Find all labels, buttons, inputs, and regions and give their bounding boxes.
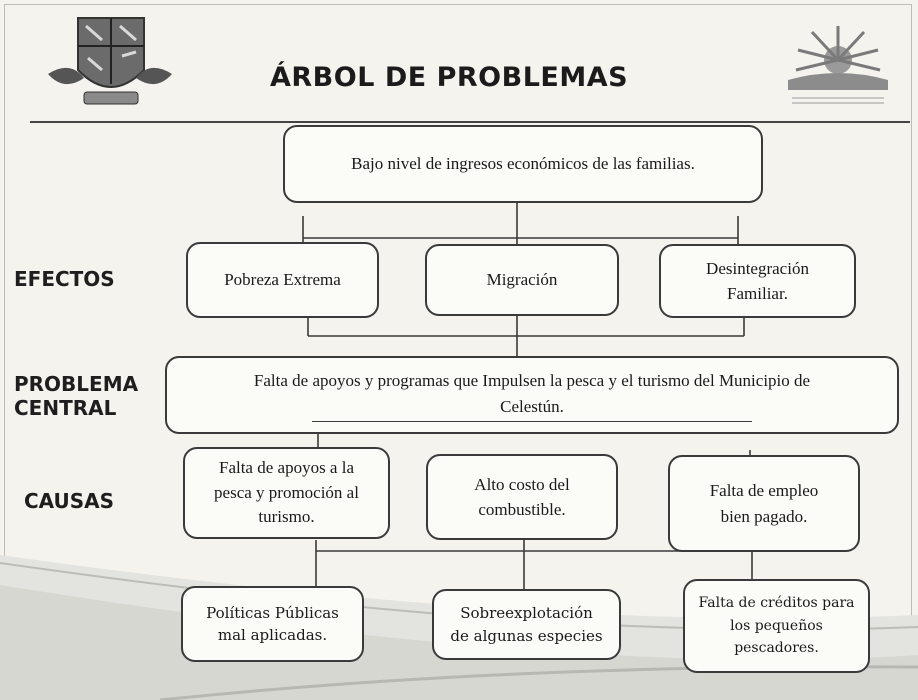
root-sobreexplotacion-line1: Sobreexplotación	[460, 604, 593, 622]
municipal-coat-of-arms-icon	[48, 17, 172, 105]
effect-box-desintegracion: Desintegración Familiar.	[659, 244, 856, 318]
cause-combustible-line1: Alto costo del	[474, 474, 570, 494]
cause-box-apoyos: Falta de apoyos a la pesca y promoción a…	[183, 447, 390, 539]
top-effect-box: Bajo nivel de ingresos económicos de las…	[283, 125, 763, 203]
title-divider	[30, 121, 910, 123]
sun-rays-logo-icon	[788, 26, 888, 104]
label-problema-line1: PROBLEMA	[14, 372, 139, 396]
root-cause-box-politicas: Políticas Públicas mal aplicadas.	[181, 586, 364, 662]
central-problem-line2: Celestún.	[500, 396, 564, 416]
label-problema-central: PROBLEMA CENTRAL	[14, 372, 138, 420]
cause-empleo-line2: bien pagado.	[720, 506, 808, 526]
label-causas: CAUSAS	[24, 489, 115, 513]
cause-apoyos-line3: turismo.	[258, 507, 315, 527]
root-creditos-line1: Falta de créditos para	[698, 595, 855, 612]
root-politicas-line1: Políticas Públicas	[206, 603, 339, 622]
effect-box-pobreza: Pobreza Extrema	[186, 242, 379, 318]
root-creditos-line3: pescadores.	[734, 640, 819, 657]
cause-box-empleo: Falta de empleo bien pagado.	[668, 455, 860, 552]
root-cause-box-sobreexplotacion: Sobreexplotación de algunas especies	[432, 589, 621, 660]
central-problem-line1: Falta de apoyos y programas que Impulsen…	[253, 371, 811, 390]
cause-apoyos-line2: pesca y promoción al	[214, 482, 359, 502]
cause-box-combustible: Alto costo del combustible.	[426, 454, 618, 540]
root-sobreexplotacion-line2: de algunas especies	[450, 626, 603, 645]
label-problema-line2: CENTRAL	[14, 396, 117, 420]
effect-desintegracion-line1: Desintegración	[706, 258, 809, 278]
central-problem-underline	[312, 421, 752, 422]
root-cause-box-creditos: Falta de créditos para los pequeños pesc…	[683, 579, 870, 673]
effect-desintegracion-line2: Familiar.	[727, 284, 788, 303]
cause-empleo-line1: Falta de empleo	[709, 481, 819, 500]
cause-combustible-line2: combustible.	[478, 500, 566, 519]
central-problem-box: Falta de apoyos y programas que Impulsen…	[165, 356, 899, 434]
label-efectos: EFECTOS	[14, 267, 115, 291]
cause-apoyos-line1: Falta de apoyos a la	[218, 458, 354, 478]
effect-box-migracion: Migración	[425, 244, 619, 316]
page-title: ÁRBOL DE PROBLEMAS	[270, 62, 629, 93]
root-creditos-line2: los pequeños	[730, 617, 823, 634]
root-politicas-line2: mal aplicadas.	[217, 626, 328, 644]
